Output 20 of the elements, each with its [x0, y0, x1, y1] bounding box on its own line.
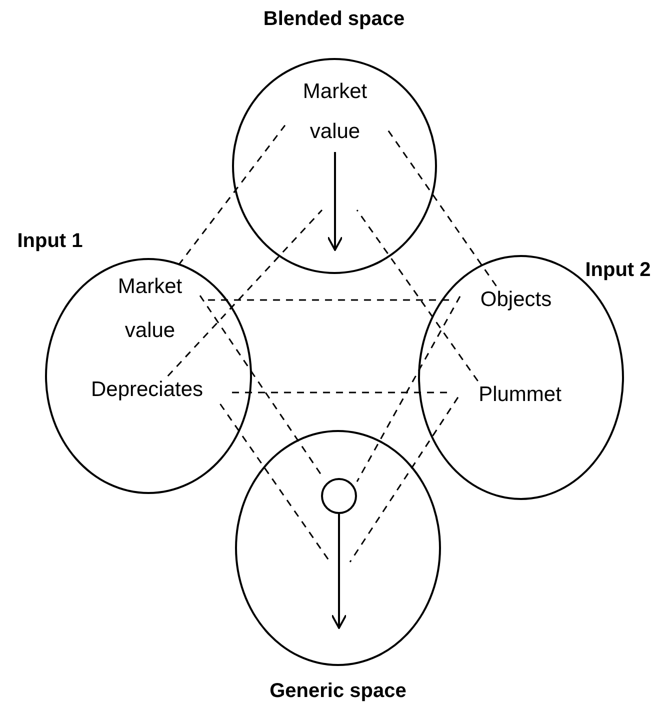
mapping-line [232, 392, 450, 394]
mapping-line [167, 209, 323, 377]
small-circle [321, 478, 357, 514]
space-title: Input 1 [16, 229, 84, 254]
concept-label: Objects [460, 286, 572, 314]
arrow [327, 152, 343, 251]
concept-label: Depreciates [70, 376, 224, 404]
concept-label: Market value [285, 72, 385, 152]
mapping-line [220, 404, 331, 562]
mapping-line [356, 210, 478, 382]
mapping-line [356, 296, 461, 482]
mapping-line [349, 396, 459, 562]
space-title: Generic space [268, 679, 408, 704]
concept-label: Market value [100, 265, 200, 353]
concept-label: Plummet [458, 381, 582, 409]
mapping-line [178, 124, 286, 266]
mapping-line [208, 299, 452, 301]
space-title: Blended space [262, 7, 406, 32]
arrow [331, 514, 347, 629]
space-title: Input 2 [584, 258, 652, 283]
